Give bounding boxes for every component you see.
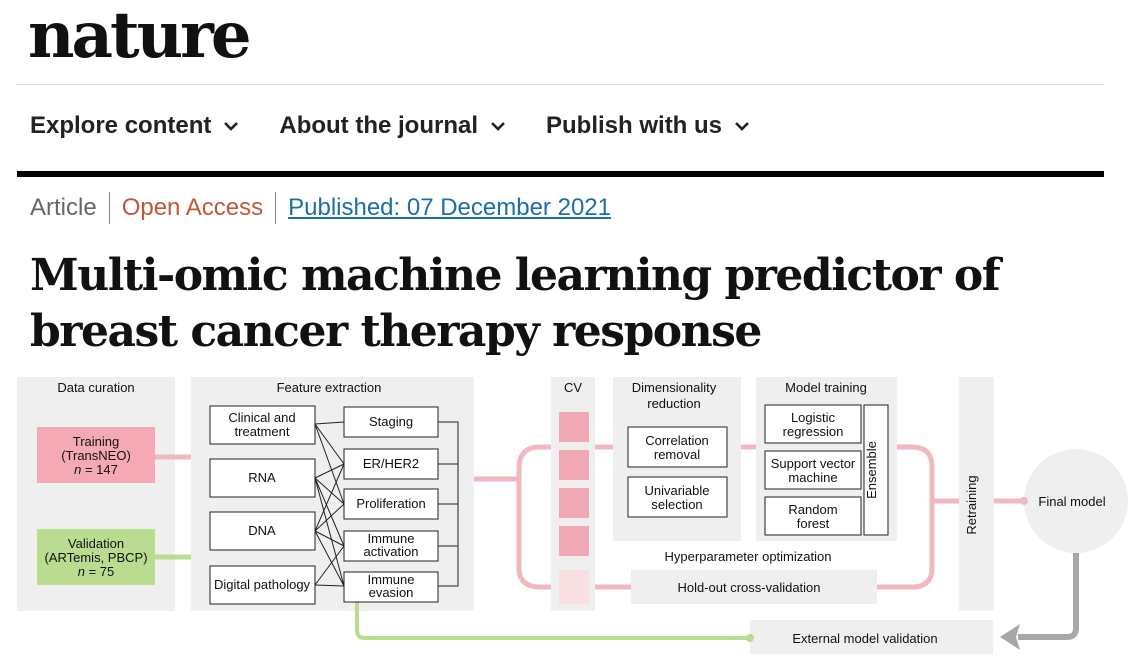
chevron-down-icon [735, 122, 749, 131]
panel-title-feature-extraction: Feature extraction [277, 380, 382, 395]
univariable-selection-box [627, 476, 728, 518]
model-label: Random [788, 502, 837, 517]
open-access-badge: Open Access [121, 194, 264, 221]
input-label: Digital pathology [214, 577, 311, 592]
panel-title-dimensionality: Dimensionality [632, 380, 717, 395]
feature-label: Immune [368, 572, 415, 587]
reduction-label: removal [654, 447, 700, 462]
feature-label: activation [364, 544, 419, 559]
svm-box [764, 450, 862, 490]
feature-label: Proliferation [356, 496, 425, 511]
nav-label: Publish with us [546, 112, 723, 139]
input-clinical-box [209, 405, 316, 445]
model-label: machine [788, 470, 837, 485]
final-model-node [1024, 449, 1128, 553]
validation-cohort: (ARTemis, PBCP) [44, 550, 147, 565]
flow-line [516, 444, 551, 590]
panel-title-cv: CV [564, 380, 582, 395]
hyperparameter-label: Hyperparameter optimization [665, 549, 832, 564]
nature-logo[interactable]: nature [28, 0, 252, 73]
cv-fold [559, 488, 589, 518]
cv-fold [559, 526, 589, 556]
model-label: Support vector [771, 456, 856, 471]
training-cohort: (TransNEO) [61, 448, 131, 463]
reduction-label: selection [651, 497, 702, 512]
reduction-label: Correlation [645, 433, 709, 448]
nav-divider [17, 171, 1104, 177]
chevron-down-icon [491, 122, 505, 131]
nav-publish-with-us[interactable]: Publish with us [546, 112, 750, 140]
panel-retraining [959, 377, 994, 611]
validation-n: n = 75 [78, 564, 115, 579]
training-label: Training [73, 434, 119, 449]
meta-separator [275, 192, 277, 224]
connection-lines [314, 421, 459, 587]
feature-erher2-box [343, 448, 439, 480]
article-title: Multi-omic machine learning predictor of… [30, 250, 1001, 357]
logistic-regression-box [764, 404, 862, 444]
correlation-removal-box [627, 426, 728, 468]
flow-dot [1020, 497, 1028, 505]
flow-line [355, 593, 750, 640]
reduction-label: Univariable [644, 483, 709, 498]
model-label: regression [783, 424, 844, 439]
random-forest-box [764, 496, 862, 536]
feature-label: Immune [368, 531, 415, 546]
input-pathology-box [209, 565, 316, 605]
feature-label: Staging [369, 414, 413, 429]
input-label: RNA [248, 470, 276, 485]
ensemble-box [863, 404, 889, 536]
article-meta: Article Open Access Published: 07 Decemb… [30, 192, 611, 224]
meta-separator [108, 192, 110, 224]
main-nav: Explore content About the journal Publis… [30, 112, 790, 140]
validation-label: Validation [68, 536, 124, 551]
external-validation-box [750, 620, 993, 654]
header-divider [17, 84, 1104, 85]
published-date-link[interactable]: Published: 07 December 2021 [288, 194, 611, 221]
input-label: treatment [235, 424, 290, 439]
training-n: n = 147 [74, 462, 118, 477]
flow-line [1018, 553, 1079, 640]
feature-proliferation-box [343, 488, 439, 520]
input-label: DNA [248, 523, 276, 538]
nav-explore-content[interactable]: Explore content [30, 112, 239, 140]
feature-label: evasion [369, 585, 414, 600]
external-validation-label: External model validation [792, 631, 937, 646]
holdout-box [631, 570, 877, 604]
feature-staging-box [343, 406, 439, 438]
figure-diagram: Data curation Feature extraction CV Dime… [17, 377, 1128, 654]
retraining-label: Retraining [964, 475, 979, 534]
cv-fold [559, 450, 589, 480]
feature-immune-activation-box [343, 530, 439, 562]
ensemble-label: Ensemble [864, 441, 879, 499]
feature-label: ER/HER2 [363, 456, 419, 471]
flow-line [877, 444, 935, 590]
input-dna-box [209, 511, 316, 551]
training-box [37, 427, 155, 483]
input-label: Clinical and [228, 410, 295, 425]
final-model-label: Final model [1038, 494, 1105, 509]
validation-box [37, 529, 155, 585]
panel-title-model-training: Model training [785, 380, 867, 395]
nav-label: Explore content [30, 112, 212, 139]
cv-holdout [559, 570, 589, 604]
flow-dot [746, 634, 754, 642]
feature-immune-evasion-box [343, 571, 439, 603]
article-type: Article [30, 194, 97, 221]
panel-title-reduction: reduction [647, 396, 700, 411]
article-figure[interactable]: Data curation Feature extraction CV Dime… [0, 360, 1136, 659]
nav-about-the-journal[interactable]: About the journal [279, 112, 506, 140]
input-rna-box [209, 458, 316, 498]
chevron-down-icon [224, 122, 239, 131]
cv-fold [559, 412, 589, 442]
panel-title-data-curation: Data curation [57, 380, 134, 395]
holdout-label: Hold-out cross-validation [677, 580, 820, 595]
arrow-left-icon [1000, 624, 1020, 650]
nav-label: About the journal [279, 112, 479, 139]
model-label: forest [797, 516, 830, 531]
model-label: Logistic [791, 410, 836, 425]
